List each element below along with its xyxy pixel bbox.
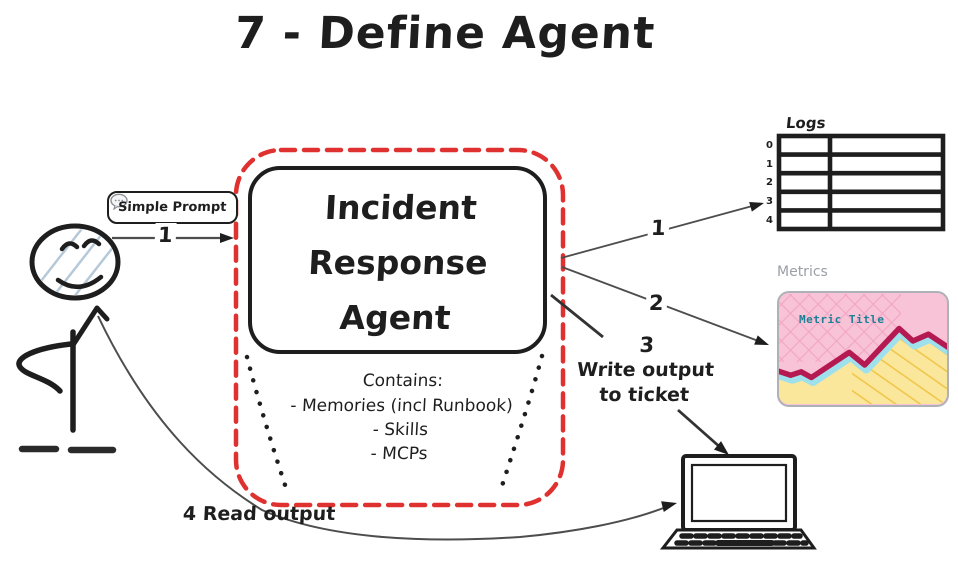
agent-box-title: Incident Response Agent — [248, 180, 549, 345]
metrics-panel-title: Metrics — [777, 264, 828, 280]
write-output-annotation: 3 Write output to ticket — [561, 333, 730, 408]
metrics-chart — [777, 291, 949, 407]
person-arm-right — [70, 305, 110, 348]
agent-title-line: Agent — [338, 298, 452, 337]
laptop-screen-outer — [681, 454, 797, 532]
write-output-line: Write output — [576, 359, 715, 381]
logs-row-index: 4 — [766, 215, 773, 227]
funnel-dotted-left — [244, 354, 290, 494]
write-output-line: to ticket — [598, 384, 690, 406]
person-eye-left — [59, 241, 80, 252]
person-arm-left — [16, 341, 74, 394]
logs-row-index: 0 — [766, 139, 773, 151]
step-label-metrics: 2 — [645, 291, 668, 315]
simple-prompt-label: Simple Prompt — [107, 191, 238, 224]
stick-figure — [16, 223, 121, 454]
logs-row-index: 3 — [766, 196, 773, 208]
head-hatch-lines — [35, 229, 115, 295]
contains-item: - Memories (incl Runbook) — [289, 396, 514, 416]
laptop — [659, 454, 817, 550]
arrow-ticket-segment-a — [550, 293, 604, 339]
step-label-ticket: 3 — [638, 333, 655, 357]
agent-title-line: Response — [307, 243, 489, 282]
read-output-annotation: 4 Read output — [182, 503, 336, 525]
logs-table — [776, 133, 946, 232]
speech-bubble-icon — [110, 193, 128, 210]
logs-panel-title: Logs — [785, 114, 827, 132]
contains-item: - MCPs — [370, 444, 429, 464]
simple-prompt-text: Simple Prompt — [117, 200, 228, 215]
contains-heading: Contains: — [362, 371, 444, 391]
laptop-screen-inner — [690, 463, 788, 523]
arrow-ticket-segment-b — [677, 408, 722, 450]
agent-dashed-boundary — [233, 147, 566, 508]
person-smile — [55, 274, 104, 289]
arrow-read-curve — [97, 315, 667, 541]
logs-row-index: 2 — [766, 177, 773, 189]
logs-table-border — [776, 133, 946, 232]
arrow-read-head — [661, 501, 677, 512]
logs-row-indices: 0 1 2 3 4 — [755, 136, 773, 230]
arrow-ticket-head — [713, 441, 729, 455]
funnel-dotted-right — [498, 353, 545, 492]
arrow-metrics-head — [754, 335, 769, 345]
metrics-line — [779, 325, 947, 381]
step-label-logs: 1 — [647, 216, 670, 240]
agent-contains-list: Contains: - Memories (incl Runbook) - Sk… — [235, 369, 566, 466]
logs-row-index: 1 — [766, 158, 773, 170]
page-title: 7 - Define Agent — [233, 8, 657, 59]
person-eye-right — [81, 238, 102, 249]
arrow-logs-head — [749, 201, 764, 212]
arrow-prompt-head — [220, 233, 234, 243]
metric-chart-title: Metric Title — [799, 313, 885, 326]
agent-title-line: Incident — [323, 188, 478, 227]
agent-box — [248, 166, 547, 354]
step-label-prompt: 1 — [154, 223, 177, 247]
contains-item: - Skills — [372, 420, 429, 440]
